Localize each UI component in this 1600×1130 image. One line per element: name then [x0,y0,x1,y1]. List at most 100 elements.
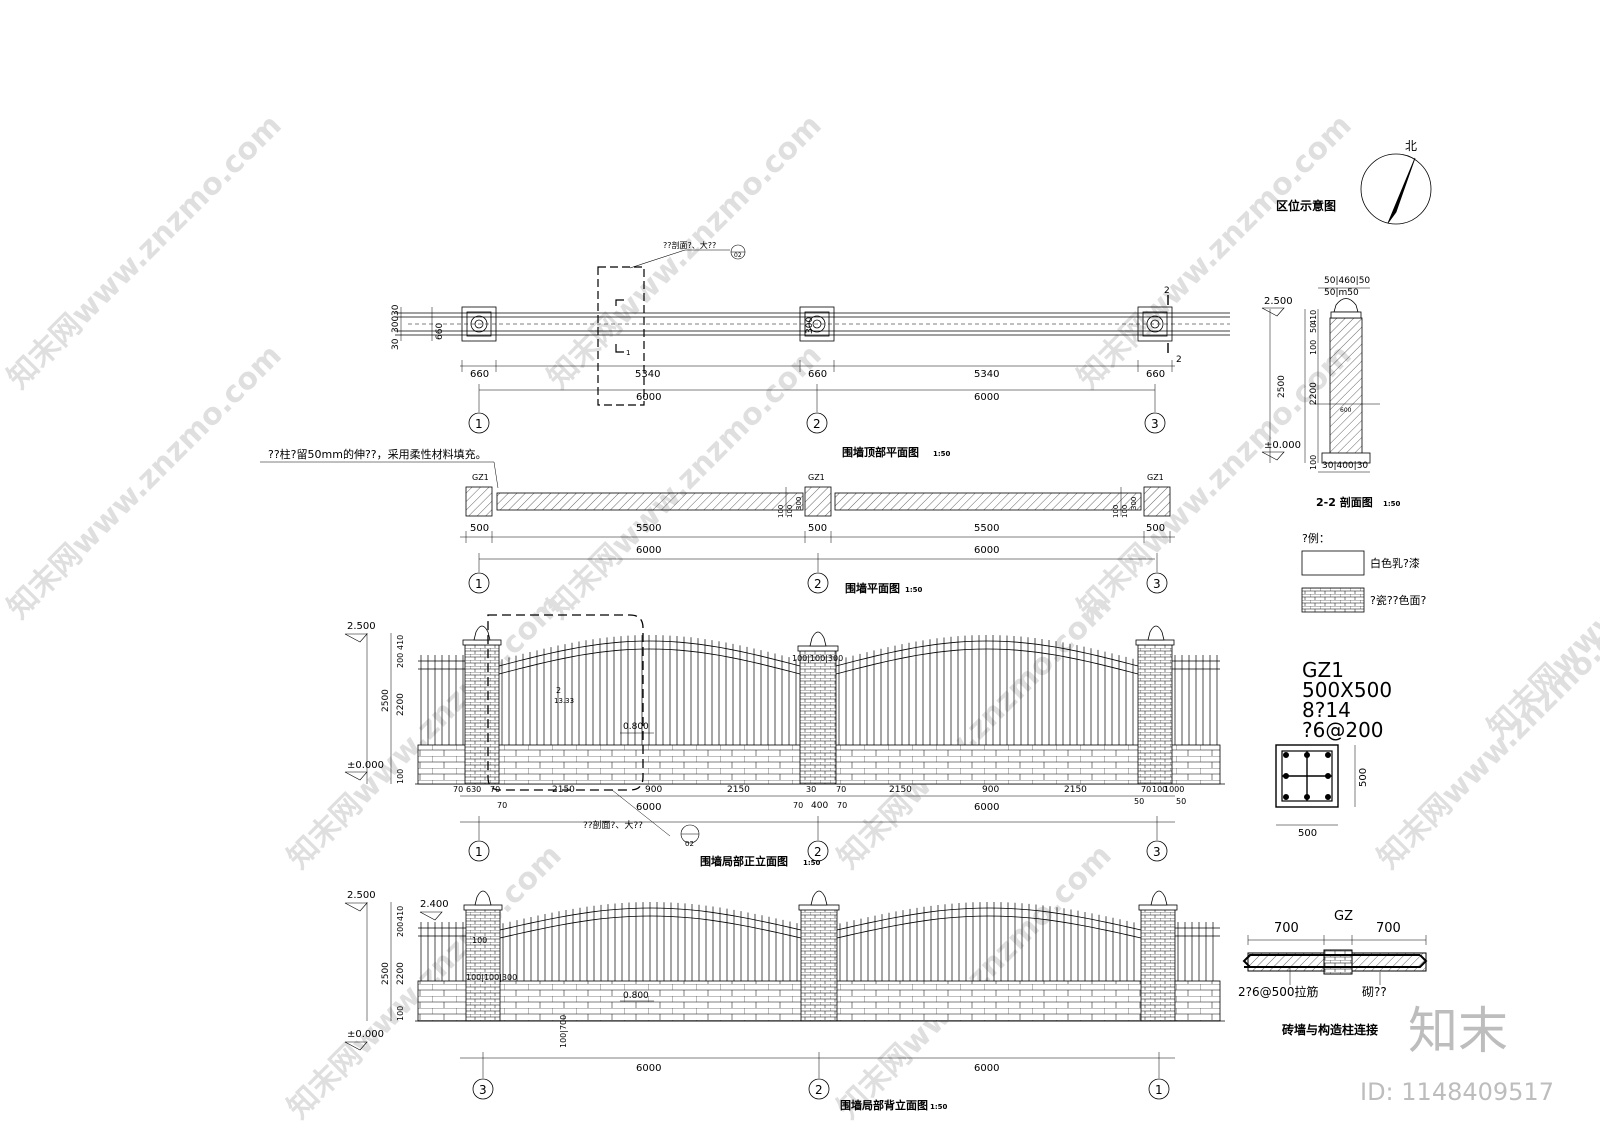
post-top-dims: 100|100|300 [792,654,843,663]
post-dim: 100 [472,936,487,945]
railing-rail [835,648,1139,675]
axis-label: 3 [1151,417,1159,431]
side-dim: 100 [1112,505,1120,518]
axis-bubble [1144,412,1166,434]
drawing-scale: 1:50 [1383,500,1401,508]
column-tag: GZ1 [808,473,825,482]
post-cap-3 [1137,306,1173,342]
dim: 630 [466,785,481,794]
section-2-2-texts: 50|460|50 50|m50 2.500 ±0.000 410 50 100… [1264,276,1401,509]
railing-rail [835,640,1139,667]
dim: 70 [1141,785,1151,794]
vdim: 2500 [1277,375,1287,398]
section-mark: 2 [1176,355,1182,365]
dim: 6000 [974,1063,999,1074]
railing-bars [418,902,1220,981]
dim: 30 [806,785,816,794]
watermark-text: 知末网www.znzmo.com [1,338,289,626]
watermark-text: 知末网www.znzmo.com [1371,588,1600,876]
pillar [1140,908,1176,1022]
plinth-dim: 100|700 [559,1015,568,1048]
elevation-back-texts: 2.500 2.400 ±0.000 410 200 2200 2500 100… [347,890,1163,1112]
axis-bubble [468,412,490,434]
pillar [800,908,838,1022]
legend-swatch-tile [1301,587,1365,613]
dim: 70 [490,785,500,794]
vdim: 200 [396,653,405,668]
level-mark: 2.500 [347,890,376,901]
plan-wall-view [260,461,1175,594]
drawing-title: 围墙局部正立面图 [700,854,788,868]
dim: 1000 [1164,785,1184,794]
drawing-title: 围墙局部背立面图 [840,1098,928,1112]
column-stirrup: ?6@200 [1302,718,1384,742]
watermark-text: 知末网www.znzmo.com [541,338,829,626]
side-dim: 300 [795,497,803,510]
dim: 660 [1146,369,1165,380]
inner-dim: 600 [1340,407,1352,414]
section-mark: 2 [1164,286,1170,296]
gz-label: GZ [1334,909,1353,924]
dim: 50 [1134,797,1144,806]
column-rebar: 8?14 [1302,698,1351,722]
brand-logo: 知末 [1408,1002,1508,1060]
vdim: 410 [396,635,405,650]
dim: 70 [837,801,847,810]
legend-title: ?例： [1302,531,1330,545]
level-mark: ±0.000 [347,760,384,771]
side-dim: 300 [805,317,815,334]
dim: 900 [982,785,999,795]
detail-callout-box [597,266,645,406]
axis-bubble [807,840,829,862]
elevation-front-texts: 2.500 ±0.000 410 200 2200 2500 100 0.800… [347,621,1186,868]
dim: 2150 [1064,785,1087,795]
masonry-note: 砌?? [1362,985,1387,999]
vdim: 100 [1309,455,1318,470]
vdim: 410 [396,906,405,921]
elevation-front [344,614,1225,862]
callout-ref: 02 [734,252,742,259]
axis-bubble [468,840,490,862]
railing-rail [499,907,802,931]
vdim: 2500 [381,962,391,985]
axis-label: 1 [1155,1083,1163,1097]
vdim: 100 [1309,340,1318,355]
column-name: GZ1 [1302,658,1344,682]
axis-bubble [808,1078,830,1100]
dim: 660 [470,369,489,380]
vdim: 200 [396,922,405,937]
drawing-title: 围墙平面图 [845,581,900,595]
dim: 70 [453,785,463,794]
watermark-text: 知末网www.znzmo.com [1071,338,1359,626]
column-tag: GZ1 [1147,473,1164,482]
dim: 6000 [974,802,999,813]
axis-bubble [807,572,829,594]
axis-bubble [806,412,828,434]
dim: 660 [808,369,827,380]
section-2-2 [1261,287,1380,473]
dim: 5340 [635,369,660,380]
vdim: 100 [396,1006,405,1021]
bottom-dims: 30|400|30 [1322,461,1368,471]
level-mark: 2.400 [420,899,449,910]
axis-label: 2 [813,417,821,431]
drawing-scale: 1:50 [930,1103,948,1111]
legend-label: 白色乳?漆 [1370,556,1420,570]
column-tag: GZ1 [472,473,489,482]
level-mark: 2.500 [347,621,376,632]
callout-text: ??剖面?、大?? [583,819,643,831]
drawing-title: 砖墙与构造柱连接 [1282,1022,1378,1037]
level-mark: ±0.000 [1264,440,1301,451]
axis-bubble [1146,572,1168,594]
dim: 6000 [974,545,999,556]
pillar-finial [462,625,1175,652]
column-gz1-texts: GZ1 500X500 8?14 ?6@200 500 500 [1298,658,1392,839]
pillar [799,649,837,785]
axis-label: 1 [475,417,483,431]
drawing-scale: 1:50 [905,586,923,594]
north-label: 北 [1405,139,1417,153]
dim: 2150 [889,785,912,795]
connection-texts: 700 GZ 700 2?6@500拉筋 砌?? 砖墙与构造柱连接 [1238,909,1401,1037]
